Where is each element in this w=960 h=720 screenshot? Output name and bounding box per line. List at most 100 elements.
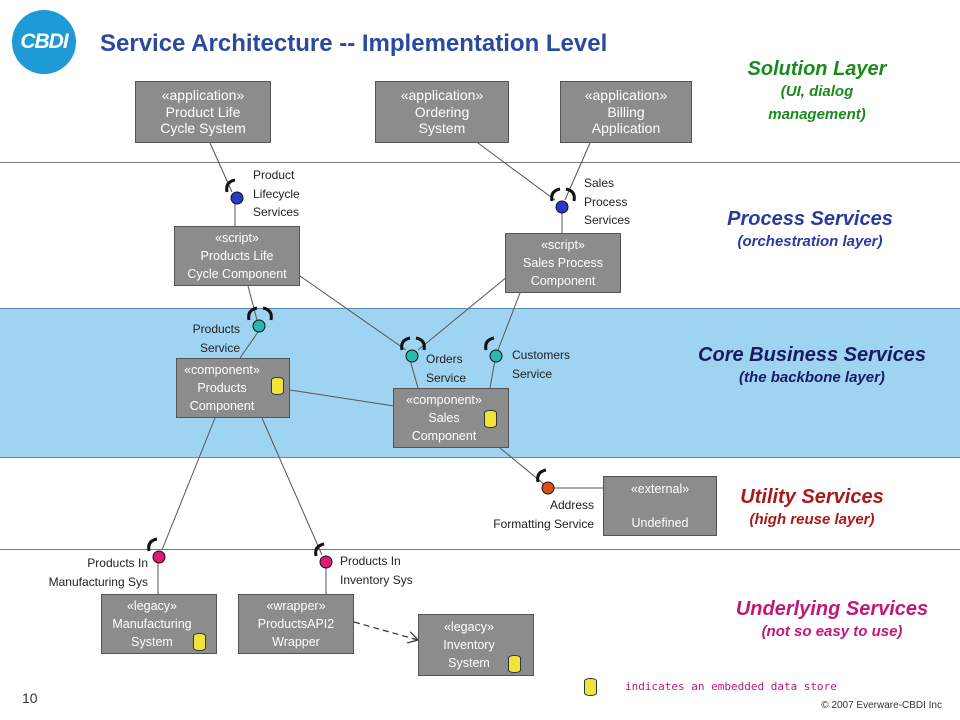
label-line: Services	[584, 213, 631, 228]
box-stereotype: «legacy»	[443, 619, 495, 634]
label-line: Sales	[584, 176, 615, 190]
box-line: Cycle Component	[187, 267, 287, 282]
box-line: Sales	[428, 410, 460, 425]
label-line: Service	[199, 340, 240, 355]
box-manufacturing-system: «legacy» Manufacturing System	[101, 594, 217, 654]
layer-solution-sub-2: management)	[768, 105, 866, 123]
layer-underlying: Underlying Services (not so easy to use)	[712, 598, 952, 644]
box-stereotype: «application»	[161, 86, 245, 103]
service-interface-products-in-manufacturing	[147, 537, 166, 564]
page-number: 10	[22, 690, 38, 706]
link-plcc-to-products-service	[247, 285, 258, 321]
box-stereotype: «application»	[584, 86, 668, 103]
box-line: System	[131, 635, 173, 650]
box-ordering-system: «application» Ordering System	[375, 81, 509, 143]
box-external-undefined: «external» Undefined	[603, 476, 717, 536]
service-interface-product-lifecycle	[225, 178, 244, 205]
data-store-icon	[193, 633, 206, 651]
label-line: Services	[253, 205, 300, 220]
box-line: System	[418, 120, 466, 137]
box-line: Component	[411, 429, 477, 444]
cbdi-logo: CBDI	[12, 10, 76, 74]
label-address-formatting-service: Address Formatting Service	[440, 496, 594, 533]
label-line: Formatting Service	[493, 516, 594, 531]
label-line: Process	[584, 194, 628, 209]
layer-underlying-name: Underlying Services	[735, 598, 929, 620]
link-customers-service-to-sales	[489, 359, 496, 389]
label-product-lifecycle-services: Product Lifecycle Services	[253, 166, 300, 222]
solution-process-separator	[0, 162, 960, 163]
box-stereotype: «script»	[215, 230, 259, 245]
box-line: System	[448, 656, 490, 671]
label-line: Products In	[87, 556, 148, 570]
label-line: Product	[253, 168, 295, 182]
service-interface-customers	[484, 336, 503, 363]
label-line: Manufacturing Sys	[48, 574, 148, 589]
data-store-icon	[271, 377, 284, 395]
label-line: Address	[549, 498, 594, 512]
layer-core-name: Core Business Services	[698, 344, 926, 366]
link-spc-to-orders-service	[417, 275, 509, 351]
box-line: Billing	[607, 103, 645, 120]
label-orders-service: Orders Service	[426, 350, 466, 387]
label-products-in-manufacturing-sys: Products In Manufacturing Sys	[20, 554, 148, 591]
box-line: Wrapper	[272, 635, 320, 650]
label-line: Lifecycle	[253, 186, 300, 201]
layer-underlying-sub: (not so easy to use)	[761, 623, 903, 640]
label-line: Products In	[340, 554, 401, 568]
box-line: Application	[591, 120, 661, 137]
link-spc-to-customers-service	[497, 292, 521, 351]
box-productsapi2-wrapper: «wrapper» ProductsAPI2 Wrapper	[238, 594, 354, 654]
data-store-icon	[508, 655, 521, 673]
box-line: Products Life	[200, 248, 274, 263]
box-products-life-cycle-component: «script» Products Life Cycle Component	[174, 226, 300, 286]
label-line: Products	[192, 322, 240, 336]
layer-solution-sub-1: (UI, dialog	[780, 83, 854, 100]
box-line: Manufacturing	[112, 616, 192, 631]
box-stereotype: «application»	[400, 86, 484, 103]
label-products-service: Products Service	[160, 320, 240, 357]
layer-process: Process Services (orchestration layer)	[700, 208, 920, 254]
layer-solution-name: Solution Layer	[747, 58, 887, 80]
layer-process-sub: (orchestration layer)	[737, 233, 883, 250]
layer-utility: Utility Services (high reuse layer)	[712, 486, 912, 532]
link-plcc-to-orders-service	[299, 275, 407, 351]
box-stereotype: «wrapper»	[266, 598, 326, 613]
box-line: Inventory	[443, 637, 495, 652]
service-interface-products	[247, 306, 273, 333]
label-line: Customers	[512, 348, 571, 362]
box-billing-application: «application» Billing Application	[560, 81, 692, 143]
data-store-icon	[484, 410, 497, 428]
service-interface-address-formatting	[536, 468, 555, 495]
box-stereotype: «legacy»	[126, 598, 178, 613]
layer-utility-name: Utility Services	[740, 486, 884, 508]
label-line: Service	[512, 366, 553, 381]
label-line: Orders	[426, 352, 463, 366]
box-line: Component	[189, 399, 255, 414]
box-line: Products	[197, 380, 247, 395]
service-interface-orders	[400, 336, 426, 363]
box-line: Product Life	[165, 103, 241, 120]
box-line: Component	[530, 274, 596, 289]
layer-solution: Solution Layer (UI, dialog management)	[732, 58, 902, 126]
box-line: Sales Process	[523, 255, 603, 270]
label-line: Inventory Sys	[340, 572, 413, 587]
box-line: ProductsAPI2	[257, 616, 335, 631]
link-products-component-to-sales	[289, 389, 395, 407]
copyright: © 2007 Everware-CBDI Inc	[821, 700, 942, 711]
link-products-component-to-mfg-service	[161, 417, 216, 551]
box-product-life-cycle-system: «application» Product Life Cycle System	[135, 81, 271, 143]
layer-utility-sub: (high reuse layer)	[749, 511, 875, 528]
box-products-component: «component» Products Component	[176, 358, 290, 418]
box-stereotype: «script»	[541, 237, 585, 252]
dependency-wrapper-to-inventory	[353, 621, 418, 640]
box-stereotype: «component»	[406, 392, 482, 407]
box-line: Undefined	[631, 516, 689, 530]
box-sales-process-component: «script» Sales Process Component	[505, 233, 621, 293]
service-interface-sales-process	[550, 187, 576, 214]
logo-text: CBDI	[20, 30, 68, 53]
service-interface-products-in-inventory	[314, 542, 333, 569]
layer-core-sub: (the backbone layer)	[739, 369, 885, 386]
box-line: Ordering	[414, 103, 470, 120]
